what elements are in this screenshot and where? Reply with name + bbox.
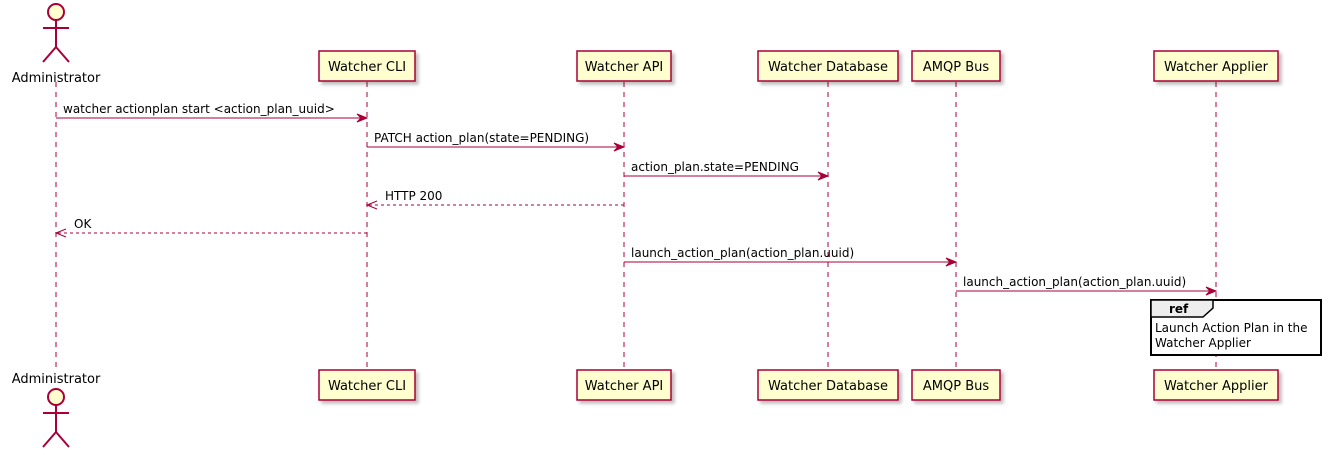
participant-box bbox=[1153, 369, 1279, 401]
message-label: watcher actionplan start <action_plan_uu… bbox=[63, 102, 335, 116]
message-arrow-head bbox=[356, 113, 369, 123]
message-label: launch_action_plan(action_plan.uuid) bbox=[631, 246, 854, 260]
participant-box bbox=[911, 369, 1001, 401]
actor-label-bottom: Administrator bbox=[12, 372, 101, 387]
message-label: PATCH action_plan(state=PENDING) bbox=[374, 131, 589, 145]
actor-leg-right bbox=[55, 46, 70, 63]
participant-box bbox=[1153, 50, 1279, 82]
message-arrow-head bbox=[365, 200, 378, 210]
actor-head bbox=[47, 3, 65, 21]
message-arrow-head bbox=[817, 171, 830, 181]
ref-tag-box bbox=[1150, 299, 1214, 318]
participant-box bbox=[911, 50, 1001, 82]
message-7: launch_action_plan(action_plan.uuid) bbox=[956, 275, 1218, 296]
participant-box bbox=[576, 369, 672, 401]
participant-box bbox=[318, 50, 416, 82]
message-1: watcher actionplan start <action_plan_uu… bbox=[56, 102, 369, 123]
participant-box bbox=[757, 369, 899, 401]
participant-box bbox=[576, 50, 672, 82]
actor-label-top: Administrator bbox=[12, 71, 101, 86]
participant-amqp-top: AMQP Bus bbox=[911, 50, 1001, 82]
participant-cli-bottom: Watcher CLI bbox=[318, 369, 416, 401]
participant-label: Watcher Database bbox=[768, 379, 888, 394]
actor-leg-left bbox=[42, 431, 57, 448]
participant-label: Watcher API bbox=[585, 379, 664, 394]
participant-box bbox=[757, 50, 899, 82]
participant-amqp-bottom: AMQP Bus bbox=[911, 369, 1001, 401]
message-3: action_plan.state=PENDING bbox=[624, 160, 830, 181]
participant-db-bottom: Watcher Database bbox=[757, 369, 899, 401]
participant-label: Watcher Applier bbox=[1164, 379, 1269, 394]
participant-applier-bottom: Watcher Applier bbox=[1153, 369, 1279, 401]
actor-bottom: Administrator bbox=[12, 372, 101, 448]
participant-label: Watcher Applier bbox=[1164, 60, 1269, 75]
participant-box bbox=[318, 369, 416, 401]
message-label: OK bbox=[74, 217, 92, 231]
participant-label: AMQP Bus bbox=[923, 379, 989, 394]
ref-text-line: Launch Action Plan in the bbox=[1155, 321, 1307, 335]
message-2: PATCH action_plan(state=PENDING) bbox=[367, 131, 626, 152]
message-label: action_plan.state=PENDING bbox=[631, 160, 799, 174]
participant-api-top: Watcher API bbox=[576, 50, 672, 82]
message-4: HTTP 200 bbox=[365, 189, 624, 210]
participant-label: Watcher CLI bbox=[328, 379, 406, 394]
actor-head bbox=[47, 388, 65, 406]
participant-cli-top: Watcher CLI bbox=[318, 50, 416, 82]
participant-api-bottom: Watcher API bbox=[576, 369, 672, 401]
participant-label: Watcher Database bbox=[768, 60, 888, 75]
participant-label: AMQP Bus bbox=[923, 60, 989, 75]
message-arrow-head bbox=[54, 228, 67, 238]
participant-label: Watcher CLI bbox=[328, 60, 406, 75]
message-6: launch_action_plan(action_plan.uuid) bbox=[624, 246, 958, 267]
participant-db-top: Watcher Database bbox=[757, 50, 899, 82]
participant-label: Watcher API bbox=[585, 60, 664, 75]
ref-text-line: Watcher Applier bbox=[1155, 336, 1251, 350]
message-5: OK bbox=[54, 217, 367, 238]
message-arrow-head bbox=[945, 257, 958, 267]
message-arrow-head bbox=[613, 142, 626, 152]
actor-top: Administrator bbox=[12, 3, 101, 86]
actor-leg-right bbox=[55, 431, 70, 448]
message-arrow-head bbox=[1205, 286, 1218, 296]
ref-tag: ref bbox=[1169, 302, 1189, 316]
participant-applier-top: Watcher Applier bbox=[1153, 50, 1279, 82]
message-label: launch_action_plan(action_plan.uuid) bbox=[963, 275, 1186, 289]
actor-leg-left bbox=[42, 46, 57, 63]
message-label: HTTP 200 bbox=[385, 189, 442, 203]
